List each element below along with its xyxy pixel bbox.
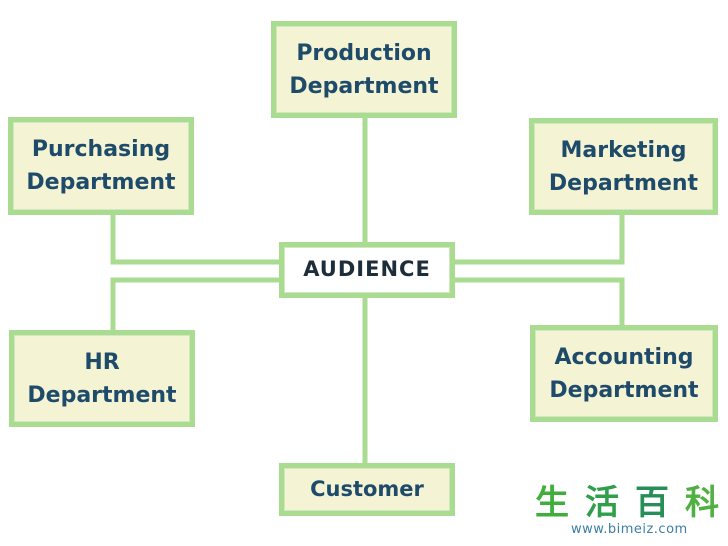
node-purchasing-department: Purchasing Department bbox=[8, 117, 194, 215]
watermark-char-3: 百 bbox=[635, 483, 669, 523]
node-hr-department: HR Department bbox=[9, 330, 195, 427]
node-marketing-department: Marketing Department bbox=[529, 118, 718, 215]
watermark-logo: 生 活 百 科 www.bimeiz.com bbox=[527, 482, 728, 546]
node-accounting-line-2: Department bbox=[549, 377, 699, 403]
node-marketing-line-1: Marketing bbox=[560, 137, 687, 163]
node-production-department: Production Department bbox=[271, 21, 457, 118]
node-hr-line-1: HR bbox=[84, 349, 120, 375]
node-marketing-line-2: Department bbox=[548, 170, 699, 196]
watermark-char-4: 科 bbox=[685, 483, 719, 523]
edge-audience-marketing bbox=[455, 215, 625, 265]
node-audience-label: AUDIENCE bbox=[303, 257, 431, 282]
watermark-url: www.bimeiz.com bbox=[571, 522, 688, 537]
node-purchasing-line-2: Department bbox=[26, 170, 176, 195]
watermark-char-1: 生 bbox=[535, 483, 569, 523]
node-production-line-2: Department bbox=[289, 73, 439, 99]
watermark-chars: 生 活 百 科 bbox=[527, 482, 728, 524]
node-accounting-line-1: Accounting bbox=[554, 344, 694, 370]
node-customer: Customer bbox=[279, 463, 455, 516]
edge-audience-hr bbox=[110, 277, 279, 330]
edge-audience-accounting bbox=[455, 277, 625, 325]
node-production-line-1: Production bbox=[296, 40, 432, 66]
node-accounting-department: Accounting Department bbox=[530, 325, 718, 422]
node-customer-line-1: Customer bbox=[310, 476, 424, 501]
edge-audience-purchasing bbox=[110, 215, 279, 265]
watermark-char-2: 活 bbox=[585, 483, 619, 523]
node-hr-line-2: Department bbox=[27, 382, 177, 408]
node-audience: AUDIENCE bbox=[279, 242, 455, 298]
node-purchasing-line-1: Purchasing bbox=[31, 137, 171, 162]
